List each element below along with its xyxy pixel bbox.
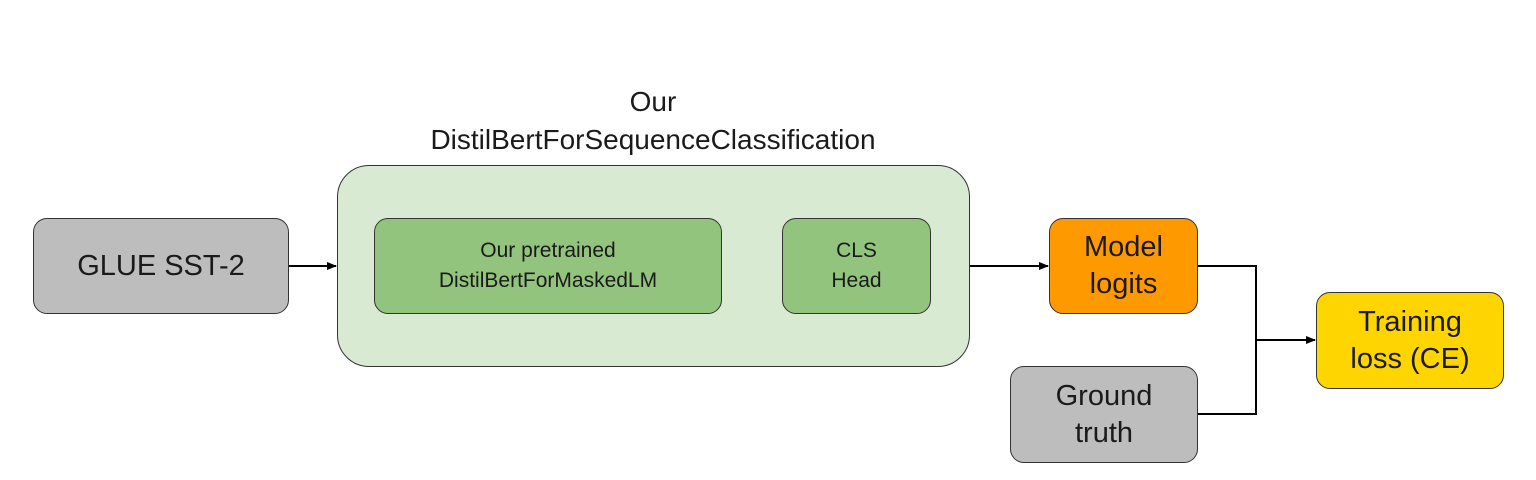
pretrained-label-line-2: DistilBertForMaskedLM: [438, 269, 658, 292]
ground-truth-label-line-1: Ground: [1055, 379, 1153, 412]
ground-truth-label-line-2: truth: [1074, 416, 1134, 449]
model-logits-node: Model logits: [1049, 218, 1198, 314]
training-loss-node: Training loss (CE): [1316, 292, 1504, 389]
connector-logits-to-junction: [1197, 265, 1257, 340]
cls-head-label-line-1: CLS: [836, 239, 877, 262]
glue-sst2-label: GLUE SST-2: [77, 249, 245, 282]
training-loss-label-line-1: Training: [1358, 305, 1462, 338]
cls-head-node: CLS Head: [782, 218, 931, 314]
cls-head-label-line-2: Head: [831, 269, 882, 292]
connector-ground-truth-to-junction: [1197, 340, 1257, 415]
glue-sst2-node: GLUE SST-2: [33, 218, 289, 314]
model-title: Our DistilBertForSequenceClassification: [353, 83, 953, 159]
pretrained-label-line-1: Our pretrained: [480, 239, 616, 262]
training-loss-label-line-2: loss (CE): [1350, 342, 1470, 375]
pretrained-mlm-node: Our pretrained DistilBertForMaskedLM: [374, 218, 722, 314]
model-logits-label-line-2: logits: [1089, 268, 1158, 300]
model-title-line-2: DistilBertForSequenceClassification: [430, 124, 876, 155]
ground-truth-node: Ground truth: [1010, 366, 1198, 463]
model-logits-label-line-1: Model: [1084, 231, 1163, 263]
model-title-line-1: Our: [629, 86, 677, 117]
